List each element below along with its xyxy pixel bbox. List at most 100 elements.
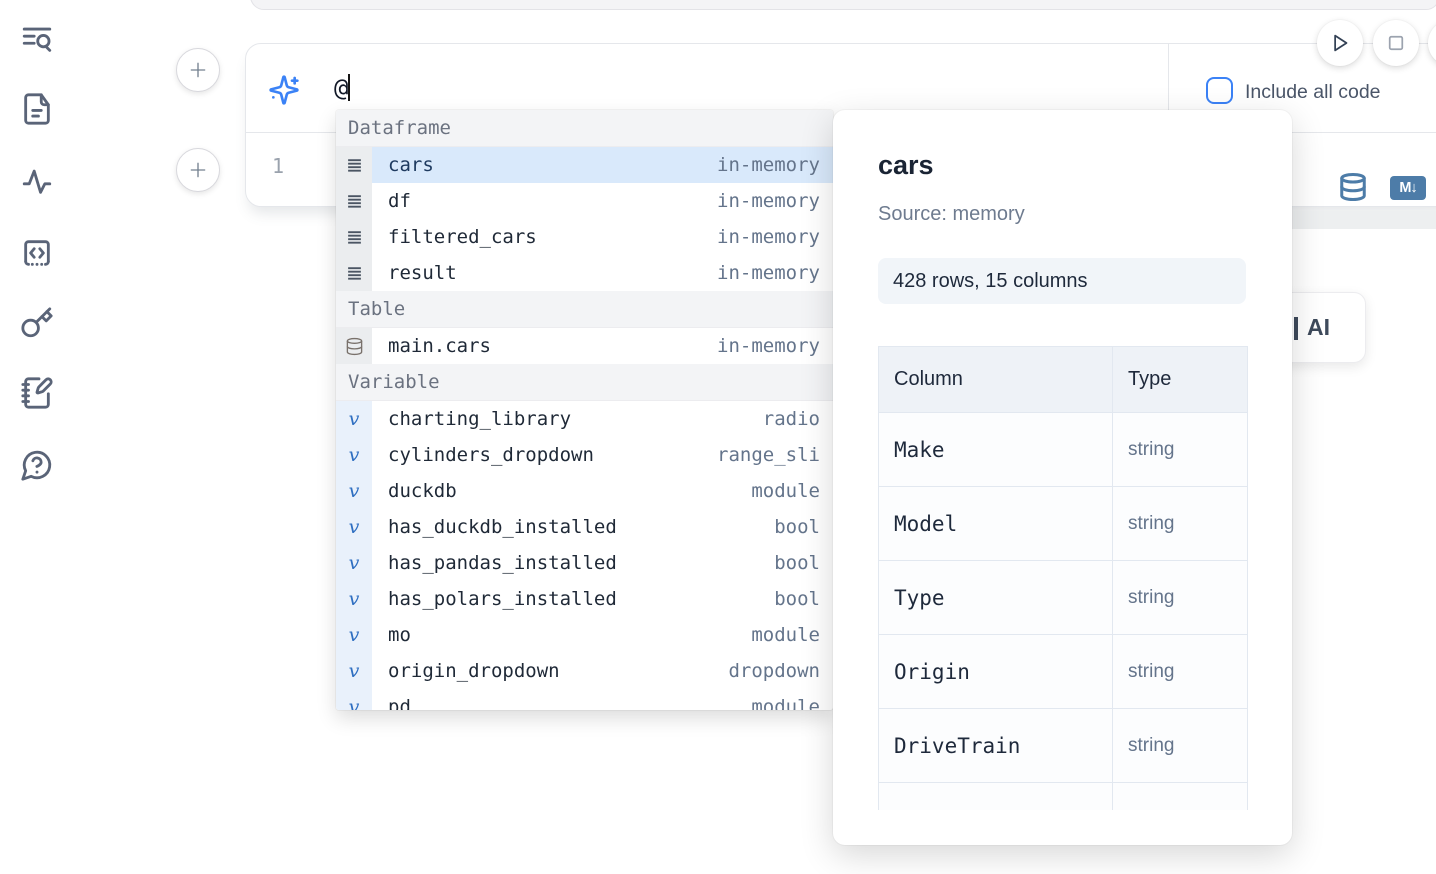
schema-column-type: string	[1112, 486, 1248, 561]
completion-item-name: df	[388, 190, 411, 212]
completion-item[interactable]: v origin_dropdown dropdown	[336, 653, 833, 689]
database-icon[interactable]	[1338, 169, 1368, 205]
completion-item[interactable]: filtered_cars in-memory	[336, 219, 833, 255]
run-cell-button[interactable]	[1317, 20, 1363, 66]
schema-row: Origin string	[878, 634, 1248, 709]
completion-item[interactable]: cars in-memory	[336, 147, 833, 183]
stop-icon	[1388, 35, 1404, 51]
sidebar-key-icon[interactable]	[20, 306, 54, 340]
variable-icon: v	[336, 689, 372, 710]
completion-item-type: range_sli	[717, 444, 820, 466]
completion-section-header: Table	[336, 291, 833, 328]
completion-item-type: module	[751, 624, 820, 646]
ai-button-label: AI	[1307, 314, 1330, 340]
schema-row: Type string	[878, 560, 1248, 635]
more-cell-button[interactable]	[1428, 20, 1436, 66]
variable-icon: v	[336, 653, 372, 689]
stop-button[interactable]	[1373, 20, 1419, 66]
completion-item[interactable]: v has_pandas_installed bool	[336, 545, 833, 581]
completion-item[interactable]: main.cars in-memory	[336, 328, 833, 364]
dataframe-icon	[336, 183, 372, 219]
play-icon	[1334, 34, 1348, 52]
completion-item-name: filtered_cars	[388, 226, 537, 248]
completion-item-name: charting_library	[388, 408, 572, 430]
sidebar-activity-icon[interactable]	[20, 164, 54, 198]
completion-item[interactable]: v charting_library radio	[336, 401, 833, 437]
completion-section-header: Dataframe	[336, 110, 833, 147]
completion-item[interactable]: v has_polars_installed bool	[336, 581, 833, 617]
completion-dropdown: Dataframe cars in-memory df in-memory fi…	[336, 110, 833, 710]
include-all-code-checkbox[interactable]	[1206, 77, 1233, 104]
completion-item-type: in-memory	[717, 226, 820, 248]
completion-item[interactable]: v cylinders_dropdown range_sli	[336, 437, 833, 473]
sidebar	[0, 0, 72, 874]
schema-row: DriveTrain string	[878, 708, 1248, 783]
variable-icon: v	[336, 581, 372, 617]
variable-icon: v	[336, 401, 372, 437]
completion-item-name: mo	[388, 624, 411, 646]
sidebar-code-panel-icon[interactable]	[20, 236, 54, 270]
completion-item[interactable]: v mo module	[336, 617, 833, 653]
completion-item-type: bool	[774, 588, 820, 610]
completion-item-type: in-memory	[717, 154, 820, 176]
markdown-icon[interactable]: M↓	[1390, 176, 1426, 200]
completion-item-type: bool	[774, 552, 820, 574]
schema-column-name: Model	[878, 486, 1113, 561]
ai-sparkle-icon	[269, 75, 299, 105]
ai-prompt-input[interactable]: @	[334, 74, 351, 102]
sidebar-help-chat-icon[interactable]	[20, 448, 54, 482]
variable-icon: v	[336, 437, 372, 473]
plus-icon	[190, 162, 206, 178]
completion-item-type: radio	[762, 408, 820, 430]
add-cell-button[interactable]	[176, 148, 220, 192]
table-database-icon	[336, 328, 372, 364]
schema-column-name: Type	[878, 560, 1113, 635]
clipped-letter	[1294, 317, 1298, 340]
completion-item-name: has_polars_installed	[388, 588, 617, 610]
variable-icon: v	[336, 617, 372, 653]
completion-item[interactable]: result in-memory	[336, 255, 833, 291]
completion-item-name: result	[388, 262, 457, 284]
schema-header-cell: Type	[1112, 346, 1248, 413]
completion-item-type: dropdown	[728, 660, 820, 682]
schema-column-name: DriveTrain	[878, 708, 1113, 783]
completion-item-type: module	[751, 480, 820, 502]
schema-column-name: Origin	[878, 634, 1113, 709]
completion-item-type: bool	[774, 516, 820, 538]
dataframe-icon	[336, 255, 372, 291]
schema-row: Model string	[878, 486, 1248, 561]
preview-title: cars	[878, 150, 934, 180]
schema-row-clipped	[878, 782, 1248, 810]
text-caret	[348, 74, 351, 101]
sidebar-text-search-icon[interactable]	[20, 22, 54, 56]
add-cell-button[interactable]	[176, 48, 220, 92]
sidebar-notebook-pen-icon[interactable]	[20, 376, 54, 410]
dataframe-icon	[336, 147, 372, 183]
variable-icon: v	[336, 509, 372, 545]
completion-item-type: in-memory	[717, 335, 820, 357]
completion-item-type: in-memory	[717, 190, 820, 212]
completion-item-type: module	[751, 696, 820, 710]
completion-item-type: in-memory	[717, 262, 820, 284]
schema-row: Make string	[878, 412, 1248, 487]
include-all-code-label: Include all code	[1245, 81, 1381, 103]
completion-item-name: has_duckdb_installed	[388, 516, 617, 538]
completion-item-name: has_pandas_installed	[388, 552, 617, 574]
schema-column-type: string	[1112, 708, 1248, 783]
editor-line-number: 1	[272, 154, 285, 178]
completion-item[interactable]: v duckdb module	[336, 473, 833, 509]
schema-column-type: string	[1112, 412, 1248, 487]
sidebar-file-text-icon[interactable]	[20, 92, 54, 126]
previous-cell-edge	[250, 0, 1436, 10]
completion-item-name: duckdb	[388, 480, 457, 502]
completion-item[interactable]: v pd module	[336, 689, 833, 710]
schema-column-type: string	[1112, 634, 1248, 709]
completion-item[interactable]: df in-memory	[336, 183, 833, 219]
variable-icon: v	[336, 545, 372, 581]
shape-badge: 428 rows, 15 columns	[878, 258, 1246, 304]
preview-source: Source: memory	[878, 203, 1025, 225]
completion-item-name: origin_dropdown	[388, 660, 560, 682]
completion-item[interactable]: v has_duckdb_installed bool	[336, 509, 833, 545]
